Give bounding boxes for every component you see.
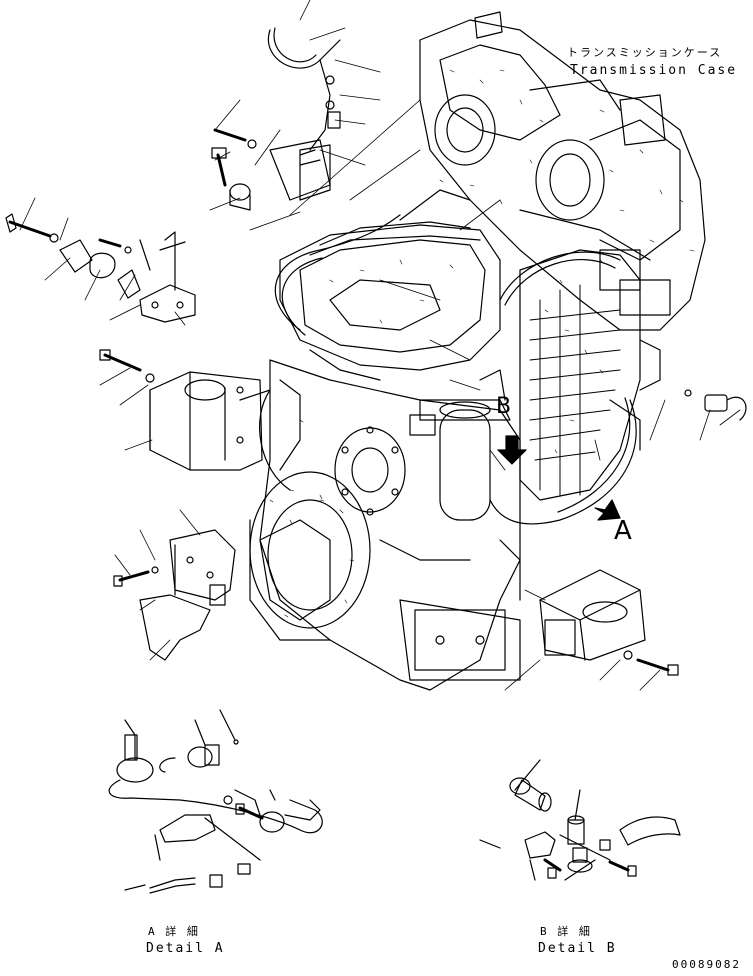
view-arrow-b — [497, 435, 527, 465]
support-bracket-left — [99, 349, 263, 471]
support-bracket-lower-left — [113, 529, 236, 661]
drawing-number: 00089082 — [672, 958, 741, 971]
view-arrow-a — [594, 499, 621, 521]
transmission-case — [419, 11, 706, 331]
torque-converter — [249, 471, 371, 641]
detail-b-drawing — [479, 759, 681, 881]
bracket-assembly-upper-left — [5, 128, 331, 323]
pump-flange — [334, 426, 406, 516]
engine-mount-right — [539, 569, 679, 676]
sensor-right — [684, 389, 747, 421]
detail-a-drawing — [108, 709, 323, 894]
transmission-case-label-en: Transmission Case — [570, 63, 738, 78]
oil-filter — [409, 369, 511, 521]
detail-a-label-jp: A 詳 細 — [148, 925, 200, 938]
leader-lines — [19, 0, 741, 691]
view-marker-b: B — [496, 394, 512, 419]
detail-b-label-jp: B 詳 細 — [540, 925, 592, 938]
detail-a-label-en: Detail A — [146, 941, 225, 956]
detail-b-label-en: Detail B — [538, 941, 617, 956]
transmission-case-label-jp: トランスミッションケース — [567, 46, 723, 59]
view-marker-a: A — [614, 516, 632, 546]
control-valve — [519, 249, 671, 501]
